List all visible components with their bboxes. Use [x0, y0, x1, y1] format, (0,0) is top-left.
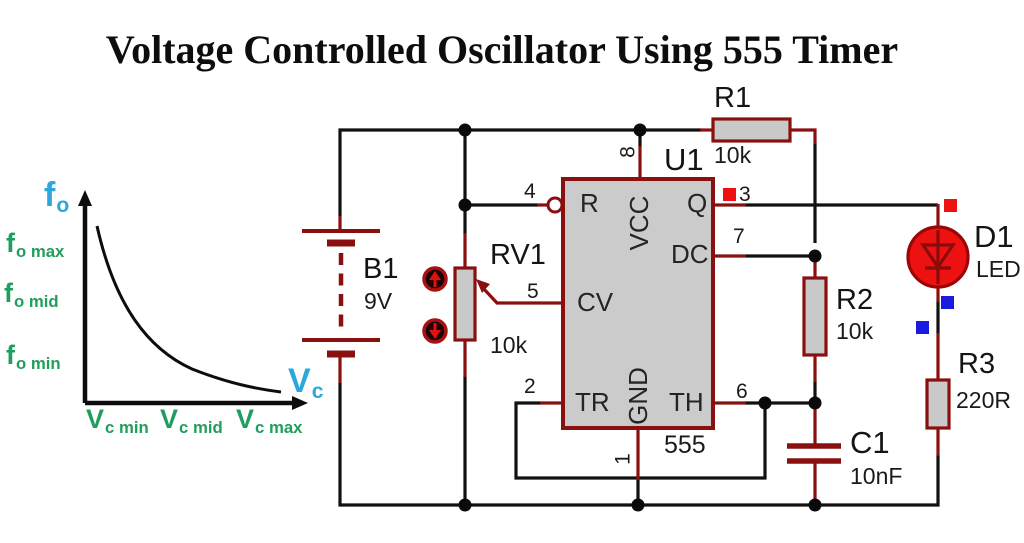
ic-555-body[interactable]	[561, 177, 715, 430]
x-tick-vc-max: Vc max	[236, 404, 303, 437]
led-ref-label: D1	[974, 219, 1014, 254]
capacitor-c1-symbol[interactable]	[787, 443, 841, 464]
battery-symbol[interactable]	[302, 229, 380, 358]
c1-value-label: 10nF	[850, 463, 903, 489]
y-tick-fo-min: fo min	[6, 340, 61, 373]
page-title: Voltage Controlled Oscillator Using 555 …	[105, 27, 899, 72]
battery-value-label: 9V	[364, 288, 393, 314]
r2-ref-label: R2	[836, 284, 874, 316]
ic-pin-th-label: TH	[669, 387, 704, 417]
pot-value-label: 10k	[490, 332, 528, 358]
pin-number-1: 1	[611, 453, 635, 465]
led-d1-symbol[interactable]	[906, 225, 970, 289]
pin-number-7: 7	[733, 225, 745, 248]
ic-pin-r-label: R	[580, 188, 599, 218]
up-arrowhead-icon	[429, 271, 441, 280]
ic-pin-vcc-label: VCC	[624, 195, 654, 251]
potentiometer-body[interactable]	[453, 266, 477, 342]
pin-number-4: 4	[524, 180, 536, 203]
junction-dots	[458, 123, 822, 512]
pin-number-8: 8	[616, 146, 640, 158]
ic-pin-gnd-label: GND	[623, 367, 653, 425]
led-diode-triangle-icon	[919, 243, 957, 270]
potentiometer-wiper-arrow-icon	[476, 279, 490, 293]
r1-value-label: 10k	[714, 142, 752, 168]
r2-value-label: 10k	[836, 318, 874, 344]
pin-number-2: 2	[524, 375, 536, 398]
probe-marker-blue-right	[941, 296, 954, 309]
ic-pin-tr-label: TR	[575, 387, 610, 417]
resistor-r3-body[interactable]	[925, 378, 951, 430]
down-arrowhead-icon	[429, 330, 441, 339]
r3-ref-label: R3	[958, 348, 996, 380]
pin-number-5: 5	[527, 280, 539, 303]
x-axis-arrow-icon	[292, 396, 308, 410]
fo-vc-graph	[78, 190, 308, 410]
r1-ref-label: R1	[714, 82, 752, 114]
pin-number-3: 3	[739, 183, 751, 206]
probe-marker-blue-left	[916, 321, 929, 334]
pot-increase-button[interactable]	[422, 266, 448, 292]
resistor-r2-body[interactable]	[802, 276, 828, 357]
logic-state-indicator-led	[944, 199, 957, 212]
logic-state-indicator-pin3	[723, 188, 736, 201]
ic-ref-label: U1	[664, 142, 704, 177]
x-tick-vc-min: Vc min	[86, 404, 149, 437]
ic-pin-q-label: Q	[687, 188, 708, 218]
x-axis-label: Vc	[288, 362, 324, 403]
pot-ref-label: RV1	[490, 239, 546, 271]
ic-part-label: 555	[664, 431, 706, 459]
ic-pin-dc-label: DC	[671, 239, 709, 269]
ic-pin-cv-label: CV	[577, 287, 614, 317]
reset-inversion-bubble-icon	[546, 196, 564, 214]
r3-value-label: 220R	[956, 387, 1011, 413]
y-axis-arrow-icon	[78, 190, 92, 206]
c1-ref-label: C1	[850, 425, 890, 460]
led-value-label: LED	[976, 256, 1021, 282]
wires-red	[338, 128, 940, 505]
pin-number-6: 6	[736, 380, 748, 403]
y-axis-label: fo	[44, 176, 70, 217]
frequency-curve	[95, 225, 282, 394]
resistor-r1-body[interactable]	[711, 117, 792, 143]
y-tick-fo-mid: fo mid	[4, 278, 59, 311]
x-tick-vc-mid: Vc mid	[160, 404, 223, 437]
pot-decrease-button[interactable]	[422, 318, 448, 344]
y-tick-fo-max: fo max	[6, 228, 65, 261]
battery-ref-label: B1	[363, 253, 399, 285]
